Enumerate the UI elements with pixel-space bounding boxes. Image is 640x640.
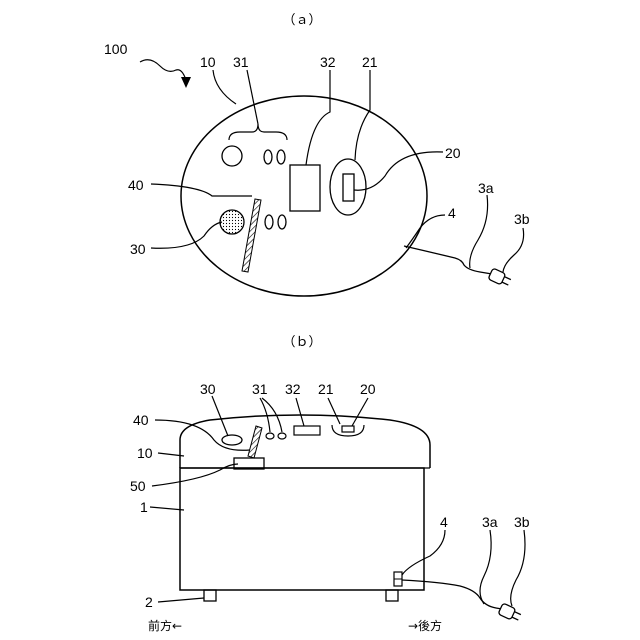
knob-oval bbox=[330, 159, 366, 215]
label-40: 40 bbox=[128, 177, 144, 193]
button-b-1 bbox=[266, 433, 274, 439]
leader-b-2 bbox=[158, 598, 204, 602]
leader-100 bbox=[140, 60, 186, 80]
foot-left bbox=[204, 590, 216, 601]
label-4: 4 bbox=[448, 205, 456, 221]
leader-b-32 bbox=[296, 398, 304, 426]
leader-10 bbox=[213, 70, 236, 104]
label-b-31: 31 bbox=[252, 381, 268, 397]
label-100: 100 bbox=[104, 41, 128, 57]
leader-b-21 bbox=[328, 398, 340, 424]
knob-b bbox=[332, 425, 364, 436]
label-b-21: 21 bbox=[318, 381, 334, 397]
indicator-b bbox=[342, 426, 354, 432]
plug-a bbox=[488, 268, 512, 288]
foot-right bbox=[386, 590, 398, 601]
label-b-1: 1 bbox=[140, 499, 148, 515]
button-round bbox=[222, 146, 242, 166]
label-b-3a: 3a bbox=[482, 514, 498, 530]
leader-40 bbox=[151, 184, 252, 196]
leader-20 bbox=[354, 152, 443, 190]
leader-b-3a bbox=[480, 530, 491, 604]
leader-31 bbox=[247, 70, 258, 124]
direction-rear: →後方 bbox=[408, 618, 442, 633]
leader-3a-a bbox=[470, 195, 488, 268]
leader-21 bbox=[355, 70, 370, 160]
sensor-window bbox=[222, 435, 242, 445]
label-31: 31 bbox=[233, 54, 249, 70]
leader-b-30 bbox=[212, 396, 228, 436]
label-32: 32 bbox=[320, 54, 336, 70]
button-oval-3 bbox=[265, 215, 273, 229]
leader-b-1 bbox=[150, 507, 184, 510]
direction-front: 前方← bbox=[148, 618, 182, 633]
label-b-20: 20 bbox=[360, 381, 376, 397]
figure-b: （ｂ） bbox=[130, 334, 530, 633]
label-3a: 3a bbox=[478, 180, 494, 196]
leader-32 bbox=[306, 70, 330, 165]
caption-a: （ａ） bbox=[282, 12, 321, 27]
label-10: 10 bbox=[200, 54, 216, 70]
plug-b bbox=[498, 603, 522, 623]
button-oval-2 bbox=[277, 150, 285, 164]
label-3b: 3b bbox=[514, 211, 530, 227]
button-oval-1 bbox=[264, 150, 272, 164]
label-b-4: 4 bbox=[440, 514, 448, 530]
label-b-40: 40 bbox=[133, 412, 149, 428]
lid-side bbox=[180, 415, 430, 468]
hatched-plate bbox=[242, 199, 261, 272]
label-b-10: 10 bbox=[137, 445, 153, 461]
power-cord-b bbox=[402, 580, 502, 609]
arrow-100 bbox=[181, 77, 191, 88]
label-20: 20 bbox=[445, 145, 461, 161]
indicator-rect bbox=[343, 174, 354, 201]
main-body bbox=[180, 468, 424, 590]
leader-b-3b bbox=[511, 530, 525, 606]
button-oval-4 bbox=[278, 215, 286, 229]
button-b-2 bbox=[278, 433, 286, 439]
sensor-circle bbox=[220, 210, 244, 234]
label-21: 21 bbox=[362, 54, 378, 70]
hatched-plate-b bbox=[248, 426, 262, 458]
label-b-50: 50 bbox=[130, 478, 146, 494]
caption-b: （ｂ） bbox=[282, 334, 321, 349]
leader-3b-a bbox=[503, 228, 524, 272]
label-b-32: 32 bbox=[285, 381, 301, 397]
display-box bbox=[290, 165, 320, 211]
leader-b-20 bbox=[352, 398, 368, 426]
power-cord-a bbox=[404, 246, 492, 274]
bracket-31 bbox=[229, 124, 287, 140]
label-b-3b: 3b bbox=[514, 514, 530, 530]
display-b bbox=[294, 426, 320, 435]
figure-a: （ａ） bbox=[104, 12, 530, 296]
label-b-30: 30 bbox=[200, 381, 216, 397]
label-30: 30 bbox=[130, 241, 146, 257]
label-b-2: 2 bbox=[145, 594, 153, 610]
